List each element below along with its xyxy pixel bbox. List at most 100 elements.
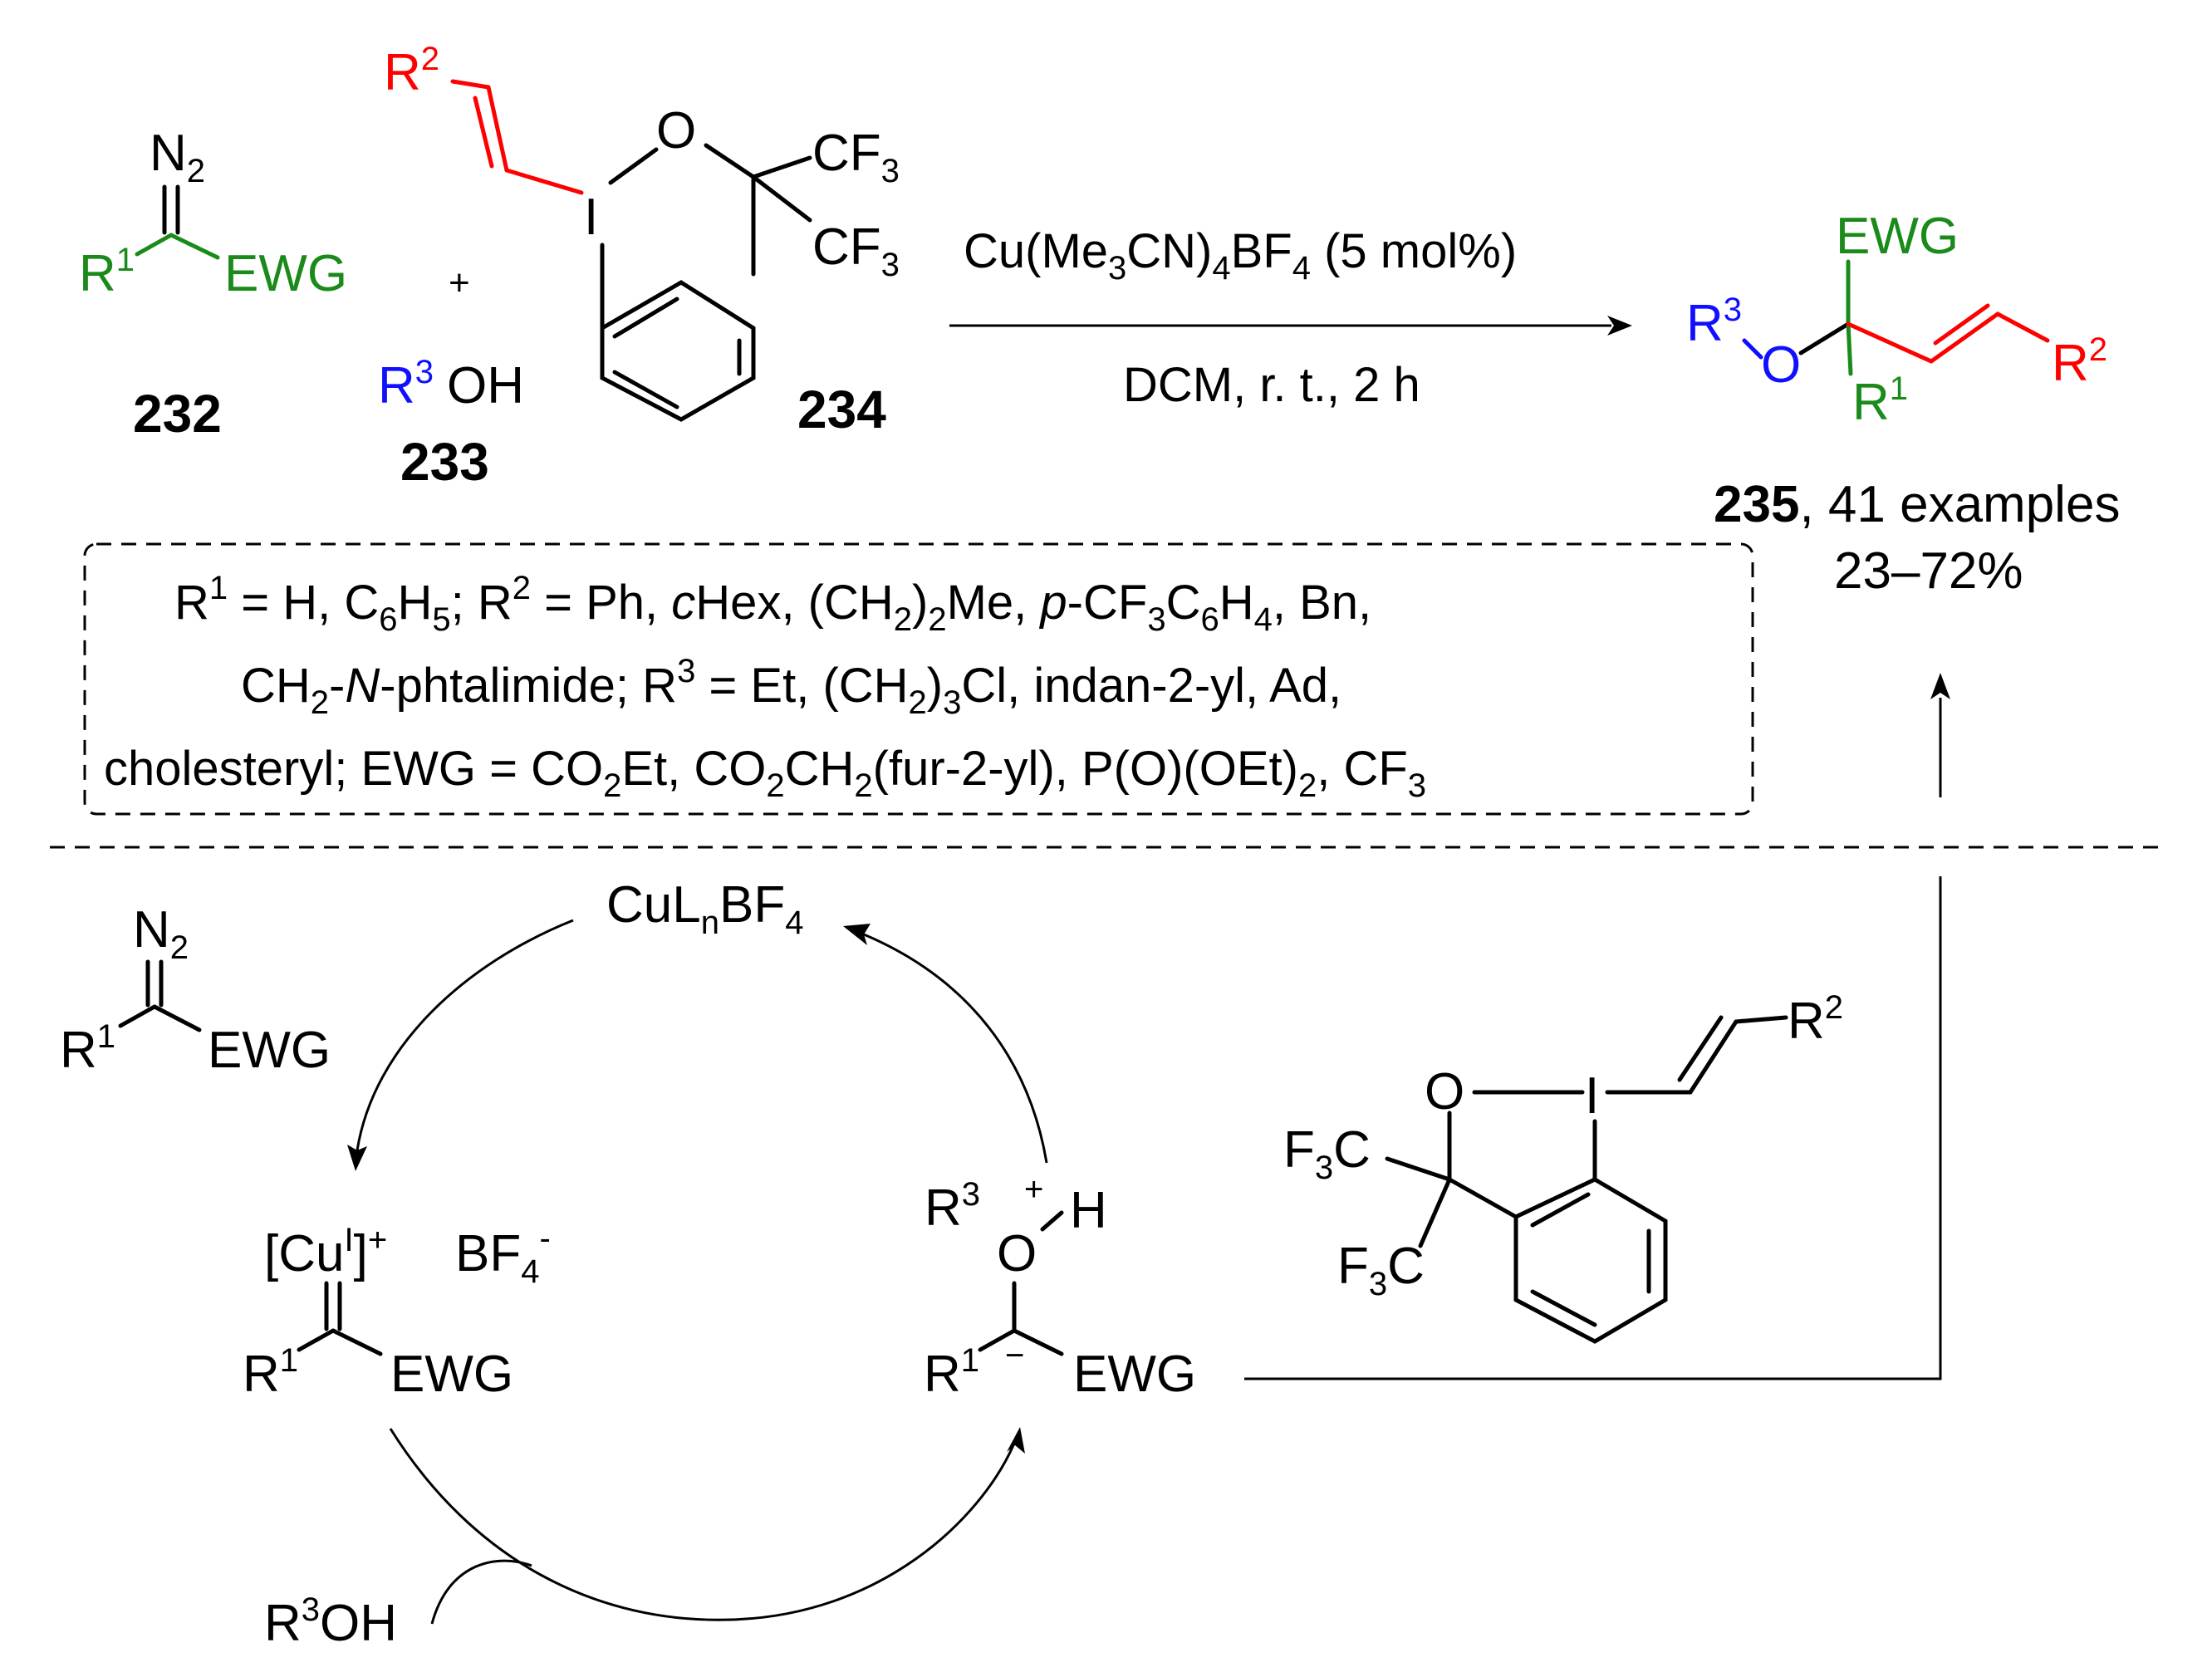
product-vinyl-double-a	[1929, 311, 2000, 364]
ylide-O-label: O	[997, 1225, 1037, 1282]
conditions-line-1: Cu(Me3CN)4BF4 (5 mol%)	[964, 224, 1517, 287]
alcohol-entry-curve	[430, 1559, 532, 1625]
carbene-R1-label: R1	[243, 1342, 298, 1403]
product-O-label: O	[1761, 336, 1801, 394]
scope-line-3: cholesteryl; EWG = CO2Et, CO2CH2(fur-2-y…	[104, 742, 1426, 804]
reagent-vinyl-bond-1	[450, 79, 491, 90]
mech-reagent-R2: R2	[1788, 989, 1843, 1050]
conditions-line-2: DCM, r. t., 2 h	[1123, 358, 1420, 412]
product-EWG-label: EWG	[1836, 208, 1959, 265]
mech-diazo-EWG: EWG	[208, 1022, 331, 1079]
mech-diazo-N2: N2	[133, 901, 189, 966]
mech-reagent-I: I	[1585, 1067, 1599, 1125]
carbene-EWG-label: EWG	[390, 1346, 513, 1403]
mech-reagent-ring-double-3	[1530, 1192, 1591, 1228]
diazo-C-R1-bond	[135, 233, 174, 257]
mech-reagent-O: O	[1425, 1063, 1464, 1120]
mech-reagent-vinyl-double-b	[1677, 1015, 1724, 1082]
product-vinyl-double-b	[1933, 303, 1990, 346]
mech-reagent-F3C-bottom: F3C	[1337, 1238, 1425, 1302]
ylide-R1-bond	[978, 1328, 1017, 1352]
scope-line-1: R1 = H, C6H5; R2 = Ph, cHex, (CH2)2Me, p…	[174, 570, 1371, 638]
scope-line-2: CH2-N-phtalimide; R3 = Et, (CH2)3Cl, ind…	[241, 653, 1341, 721]
ylide-R3-label: R3	[925, 1176, 980, 1237]
product-caption: 235, 41 examples	[1714, 476, 2120, 533]
product-C-vinyl-bond	[1846, 321, 1934, 364]
carbene-EWG-bond	[331, 1328, 383, 1356]
product-vinyl-R2-bond	[1995, 311, 2050, 343]
mech-reagent-vinyl-double-a	[1688, 1019, 1739, 1095]
ylide-O-H-bond	[1040, 1210, 1064, 1232]
reagent-O-C-bond	[704, 143, 756, 179]
compound-233: R3 OH 233	[378, 354, 524, 492]
mech-diazo-R1-bond	[118, 1004, 157, 1028]
mech-reagent-ring-double-2	[1530, 1289, 1597, 1327]
mech-diazo-R1: R1	[60, 1018, 115, 1079]
mech-alcohol-label: R3OH	[264, 1591, 397, 1652]
reagent-I-O-bond	[608, 147, 659, 185]
diazo-R1-label: R1	[79, 242, 135, 302]
diazo-EWG-label: EWG	[224, 245, 347, 302]
arc-cat-to-carbene-head	[347, 1145, 367, 1171]
product-yield: 23–72%	[1834, 542, 2023, 600]
ylide-minus-label: −	[1005, 1337, 1024, 1374]
mech-reagent-F3C-top: F3C	[1283, 1121, 1371, 1186]
mech-reagent-R2-bond	[1734, 1015, 1788, 1024]
reagent-CF3-bottom-label: CF3	[812, 218, 900, 283]
reagent-I-label: I	[584, 189, 598, 246]
reagent-C-CF3a-bond	[751, 155, 812, 179]
diazo-N2-label: N2	[150, 125, 205, 189]
arc-ylide-to-cat-head	[843, 924, 871, 945]
compound-232-number: 232	[133, 384, 222, 444]
product-arrow-head	[1930, 673, 1950, 699]
arc-carbene-to-ylide-head	[1007, 1427, 1025, 1454]
reagent-vinyl-double-b	[473, 96, 494, 169]
mech-reagent-C-CF3b-bond	[1418, 1177, 1452, 1248]
ylide-plus-label: +	[1024, 1171, 1043, 1208]
reagent-CF3-top-label: CF3	[812, 125, 900, 189]
product-R3-label: R3	[1686, 292, 1742, 352]
catalyst-label: CuLnBF4	[606, 876, 803, 941]
reagent-ring-double-1	[612, 297, 679, 339]
compound-234-number: 234	[797, 380, 886, 439]
mechanism-diazo: N2 R1 EWG	[60, 901, 331, 1079]
mechanism-cu-carbene: [CuI]+ BF4- R1 EWG	[243, 1220, 551, 1403]
ylide-H-label: H	[1070, 1182, 1107, 1239]
reagent-ring-double-3	[612, 370, 679, 409]
alcohol-OH-label: OH	[447, 357, 524, 414]
product-C-R1-bond	[1846, 321, 1853, 376]
ylide-R1-label: R1	[924, 1342, 979, 1403]
compound-234: R2 I O CF3 CF3 234	[384, 41, 900, 439]
product-R2-label: R2	[2052, 331, 2107, 392]
arc-ylide-to-cat	[863, 933, 1048, 1164]
carbene-cu-label: [CuI]+	[264, 1222, 387, 1282]
mech-reagent-C-ring-bond	[1447, 1177, 1518, 1219]
carbene-BF4-label: BF4-	[455, 1220, 551, 1290]
mech-diazo-EWG-bond	[152, 1004, 202, 1032]
compound-235: EWG R3 O R1 R2 235, 41 examples 23–72%	[1686, 208, 2120, 600]
alcohol-R3-label: R3	[378, 354, 434, 414]
ylide-EWG-label: EWG	[1073, 1346, 1196, 1403]
reagent-O-label: O	[656, 102, 696, 159]
carbene-R1-bond	[297, 1328, 336, 1352]
diazo-C-EWG-bond	[169, 233, 220, 260]
mech-reagent-benzene-ring	[1513, 1177, 1668, 1344]
product-R3-O-bond	[1742, 338, 1763, 360]
product-O-C-bond	[1798, 321, 1851, 355]
reagent-vinyl-I-bond	[504, 168, 584, 195]
scope-box	[83, 542, 1754, 816]
arc-cat-to-carbene	[356, 919, 574, 1151]
product-R1-label: R1	[1852, 370, 1908, 431]
mechanism-reagent: O I R2 F3C F3C	[1283, 989, 1843, 1344]
ylide-to-product-path	[1244, 876, 1942, 1380]
reaction-arrow-head	[1607, 316, 1632, 336]
reagent-vinyl-double-a	[486, 85, 509, 173]
mech-reagent-C-CF3a-bond	[1385, 1156, 1452, 1182]
reagent-C-CF3b-bond	[751, 174, 812, 223]
reagent-R2-label: R2	[384, 41, 439, 101]
mechanism-ylide: R3 + H O R1 − EWG	[924, 1171, 1196, 1403]
arc-carbene-to-ylide	[389, 1428, 1015, 1621]
plus-sign: +	[449, 262, 470, 303]
compound-232: N2 R1 EWG 232	[79, 125, 347, 444]
